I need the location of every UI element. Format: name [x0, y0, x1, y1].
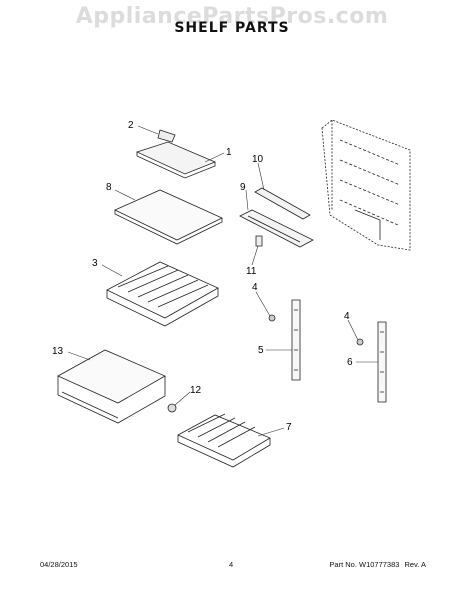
callout-2: 2 — [128, 120, 134, 131]
callout-8: 8 — [106, 182, 112, 193]
footer-part-info: Part No. W10777383 Rev. A — [329, 560, 426, 569]
footer-revision: Rev. A — [404, 560, 426, 569]
callout-6: 6 — [347, 357, 353, 368]
page-title: SHELF PARTS — [174, 20, 290, 36]
footer-date: 04/28/2015 — [40, 560, 78, 569]
callout-13: 13 — [52, 346, 64, 357]
callout-10: 10 — [252, 154, 264, 165]
callout-7: 7 — [286, 422, 292, 433]
callout-3: 3 — [92, 258, 98, 269]
callout-4-right: 4 — [344, 311, 350, 322]
leader-lines — [67, 125, 378, 437]
part-3-wire-shelf — [106, 261, 219, 327]
callout-11: 11 — [246, 266, 257, 277]
part-8-glass-shelf — [114, 189, 223, 245]
callout-1: 1 — [226, 147, 232, 158]
footer-part-number: Part No. W10777383 — [329, 560, 400, 569]
part-11-clip — [255, 235, 263, 247]
part-6-rail — [356, 321, 387, 403]
watermark-text: AppliancePartsPros.com — [75, 4, 389, 29]
part-10-trim — [254, 187, 311, 220]
part-7-wire-shelf — [177, 413, 271, 468]
callout-12: 12 — [190, 385, 202, 396]
callout-4-left: 4 — [252, 282, 258, 293]
part-5-rail — [268, 299, 301, 381]
part-13-drawer — [57, 349, 166, 424]
part-2-bracket — [157, 129, 176, 143]
callout-5: 5 — [258, 345, 264, 356]
part-12-knob — [167, 403, 177, 413]
footer-page-number: 4 — [229, 560, 234, 569]
part-1-shelf — [135, 141, 217, 179]
callout-9: 9 — [240, 182, 246, 193]
part-9-frame — [239, 209, 314, 248]
cabinet-outline — [321, 119, 411, 251]
